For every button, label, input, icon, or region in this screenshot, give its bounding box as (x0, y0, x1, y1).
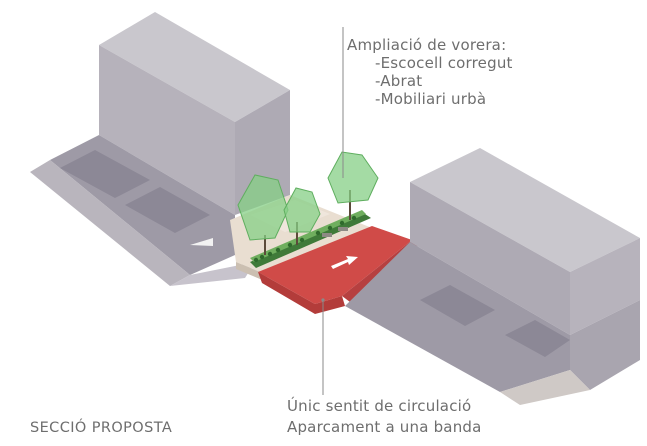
annotation-top-title: Ampliació de vorera: (347, 36, 507, 54)
direction-arrow-icon (331, 256, 358, 269)
right-building-lower-side (570, 300, 640, 390)
section-label: SECCIÓ PROPOSTA (30, 420, 173, 436)
bench-2 (338, 227, 348, 231)
planter-strip (250, 210, 371, 268)
annotation-bottom-line-2: Aparcament a una banda (287, 418, 482, 436)
left-arcade-bay-1 (60, 150, 150, 198)
annotation-top-item-3: -Mobiliari urbà (375, 90, 487, 108)
left-building-end (99, 45, 235, 215)
right-arcade-bay-1 (420, 285, 495, 326)
left-building (30, 12, 290, 286)
annotation-bottom-line-1: Únic sentit de circulació (287, 397, 472, 415)
annotation-top-item-2: -Abrat (375, 72, 423, 90)
right-building-base (500, 370, 590, 405)
street-trees (237, 151, 379, 255)
leader-dot-bottom (321, 298, 325, 302)
right-building-side (570, 238, 640, 335)
bench (322, 233, 332, 237)
left-building-top (99, 12, 290, 122)
left-ramp-marker (190, 238, 213, 246)
right-building-top (410, 148, 640, 272)
tree-3 (327, 151, 379, 204)
planter-bushes (253, 215, 357, 263)
right-building (345, 148, 640, 405)
left-arcade-bay-2 (125, 187, 210, 233)
sidewalk-edge (236, 258, 305, 279)
right-arcade-bay-2 (505, 320, 570, 357)
left-building-base (30, 160, 190, 286)
tree-2 (283, 187, 321, 233)
left-building-ground-shadow (170, 262, 255, 286)
annotation-top-item-1: -Escocell corregut (375, 54, 513, 72)
right-building-front (410, 182, 570, 335)
